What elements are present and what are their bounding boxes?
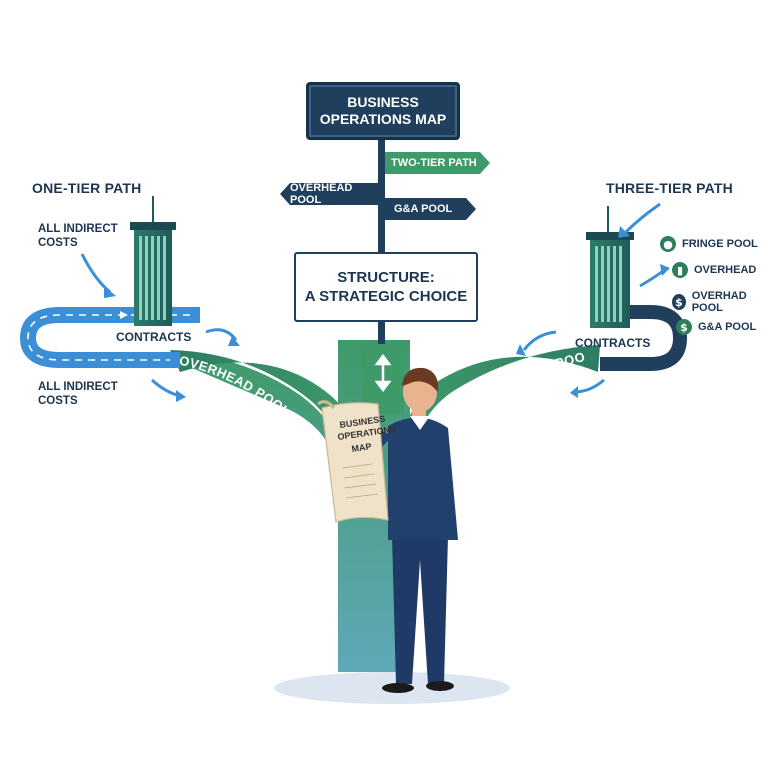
- left-loop-dashes: [27, 314, 190, 361]
- main-title-line-2: OPERATIONS MAP: [319, 111, 447, 127]
- right-left-arrow: [522, 330, 557, 351]
- right-loop-road: [600, 305, 688, 371]
- left-indirect-bottom-line-1: ALL INDIRECT: [38, 381, 118, 393]
- legend-label-overhad-pool: OVERHAD POOL: [691, 290, 747, 314]
- left-indirect-costs-bottom: ALL INDIRECT COSTS: [38, 380, 128, 408]
- ga-pool-sign: G&A POOL: [388, 198, 474, 220]
- two-tier-sign-shape: [385, 152, 490, 174]
- left-indirect-top-line-2: COSTS: [38, 237, 78, 249]
- legend-item-overhead: ▮ OVERHEAD: [672, 262, 756, 278]
- left-bottom-arrow: [150, 378, 181, 398]
- right-building: [586, 206, 634, 328]
- left-top-arrow: [80, 253, 111, 294]
- overhead-pool-sign: OVERHEAD POOL: [284, 182, 380, 206]
- board-line-2: A STRATEGIC CHOICE: [304, 288, 468, 305]
- overhead-sign-shape: [280, 183, 378, 205]
- businessman-figure: [343, 367, 458, 693]
- right-green-arrow: [639, 268, 666, 288]
- two-tier-path-sign: TWO-TIER PATH: [385, 152, 485, 174]
- legend-label-ga-pool: G&A POOL: [698, 321, 757, 333]
- signpost-pole: [378, 134, 385, 254]
- blue-arrowheads: [104, 226, 670, 402]
- right-road: [400, 345, 600, 460]
- right-bottom-arrow: [573, 378, 605, 394]
- three-tier-path-title: THREE-TIER PATH: [606, 180, 733, 196]
- legend-label-overhead: OVERHEAD: [694, 264, 757, 276]
- legend-item-fringe-pool: ● FRINGE POOL: [660, 236, 758, 252]
- main-title-sign: BUSINESS OPERATIONS MAP: [306, 82, 460, 140]
- structure-board: STRUCTURE: A STRATEGIC CHOICE: [294, 252, 478, 322]
- left-contracts-label: CONTRACTS: [116, 330, 192, 344]
- left-right-arrow: [205, 328, 238, 341]
- dollar-icon: $: [676, 319, 692, 335]
- up-down-arrow-icon: [374, 353, 392, 393]
- legend-item-ga-pool: $ G&A POOL: [676, 319, 756, 335]
- person-icon: ●: [660, 236, 676, 252]
- legend-item-overhad-pool: $ OVERHAD POOL: [672, 290, 768, 314]
- left-indirect-top-line-1: ALL INDIRECT: [38, 223, 118, 235]
- signpost-pole-lower: [378, 318, 385, 344]
- right-top-arrow: [624, 202, 661, 234]
- left-indirect-costs-top: ALL INDIRECT COSTS: [38, 222, 128, 250]
- board-line-1: STRUCTURE:: [337, 269, 435, 286]
- one-tier-path-title: ONE-TIER PATH: [32, 180, 142, 196]
- right-contracts-label: CONTRACTS: [575, 336, 651, 350]
- two-tier-path-label: TWO-TIER PATH: [391, 157, 477, 169]
- main-title-line-1: BUSINESS: [347, 94, 419, 110]
- overhead-pool-label: OVERHEAD POOL: [290, 182, 353, 206]
- dollar-icon: $: [672, 294, 686, 310]
- left-loop-arrow-icon: [120, 311, 128, 319]
- scroll-line-3: MAP: [351, 441, 372, 454]
- left-indirect-bottom-line-2: COSTS: [38, 395, 78, 407]
- ga-pool-label: G&A POOL: [394, 203, 453, 215]
- legend-label-fringe-pool: FRINGE POOL: [682, 238, 758, 250]
- ga-sign-shape: [385, 198, 476, 220]
- building-icon: ▮: [672, 262, 688, 278]
- left-building: [130, 196, 176, 326]
